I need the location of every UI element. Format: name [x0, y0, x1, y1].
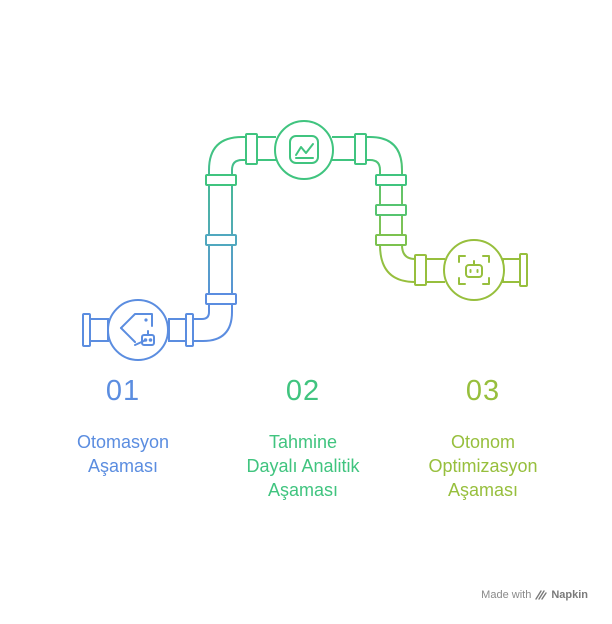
pipe-flange [354, 133, 367, 165]
pipe-elbow [379, 244, 416, 283]
pipe-coupling [205, 293, 237, 305]
pipe-coupling [375, 174, 407, 186]
made-with-napkin-footer[interactable]: Made with Napkin [481, 589, 588, 601]
robot-tag-icon [120, 313, 155, 346]
pipe-elbow [369, 136, 403, 171]
stage-label-line: Aşaması [447, 480, 519, 500]
stage-1-node [107, 299, 169, 361]
pipe-flange [245, 133, 258, 165]
pipe-flange [519, 253, 528, 287]
stage-label: Otomasyon Aşaması [33, 430, 213, 478]
chart-icon [289, 135, 319, 164]
pipe-elbow [193, 305, 233, 342]
pipe-riser [208, 136, 243, 305]
stage-label-line: Aşaması [87, 456, 159, 476]
stage-label-line: Aşaması [267, 480, 339, 500]
pipe-coupling [205, 174, 237, 186]
pipe-section-analytics [242, 133, 370, 165]
stage-label-line: Otomasyon [76, 432, 170, 452]
pipe-flange [414, 254, 427, 286]
pipe-coupling [375, 204, 407, 216]
stage-number: 02 [285, 375, 321, 407]
napkin-logo-icon [535, 590, 548, 600]
stage-label-line: Tahmine [268, 432, 338, 452]
stage-number: 01 [105, 375, 141, 407]
stage-3-node [443, 239, 505, 301]
stage-number: 03 [465, 375, 501, 407]
pipe-flange [185, 313, 194, 347]
stage-label: Tahmine Dayalı Analitik Aşaması [213, 430, 393, 502]
stage-label: Otonom Optimizasyon Aşaması [393, 430, 573, 502]
pipe-coupling [375, 234, 407, 246]
stage-label-line: Optimizasyon [428, 456, 538, 476]
stage-predictive-analytics: 02 Tahmine Dayalı Analitik Aşaması [213, 374, 393, 502]
stage-label-line: Otonom [450, 432, 516, 452]
napkin-brand: Napkin [551, 589, 588, 601]
robot-icon [458, 255, 490, 285]
pipe-flange [82, 313, 91, 347]
made-with-text: Made with [481, 589, 532, 601]
stage-2-node [274, 120, 334, 180]
stage-automation: 01 Otomasyon Aşaması [33, 374, 213, 478]
pipe-section-automation [82, 305, 233, 347]
pipe-section-optimization [414, 253, 528, 287]
stage-autonomous-optimization: 03 Otonom Optimizasyon Aşaması [393, 374, 573, 502]
pipe-elbow [208, 136, 243, 171]
pipe-coupling [205, 234, 237, 246]
stage-label-line: Dayalı Analitik [246, 456, 360, 476]
